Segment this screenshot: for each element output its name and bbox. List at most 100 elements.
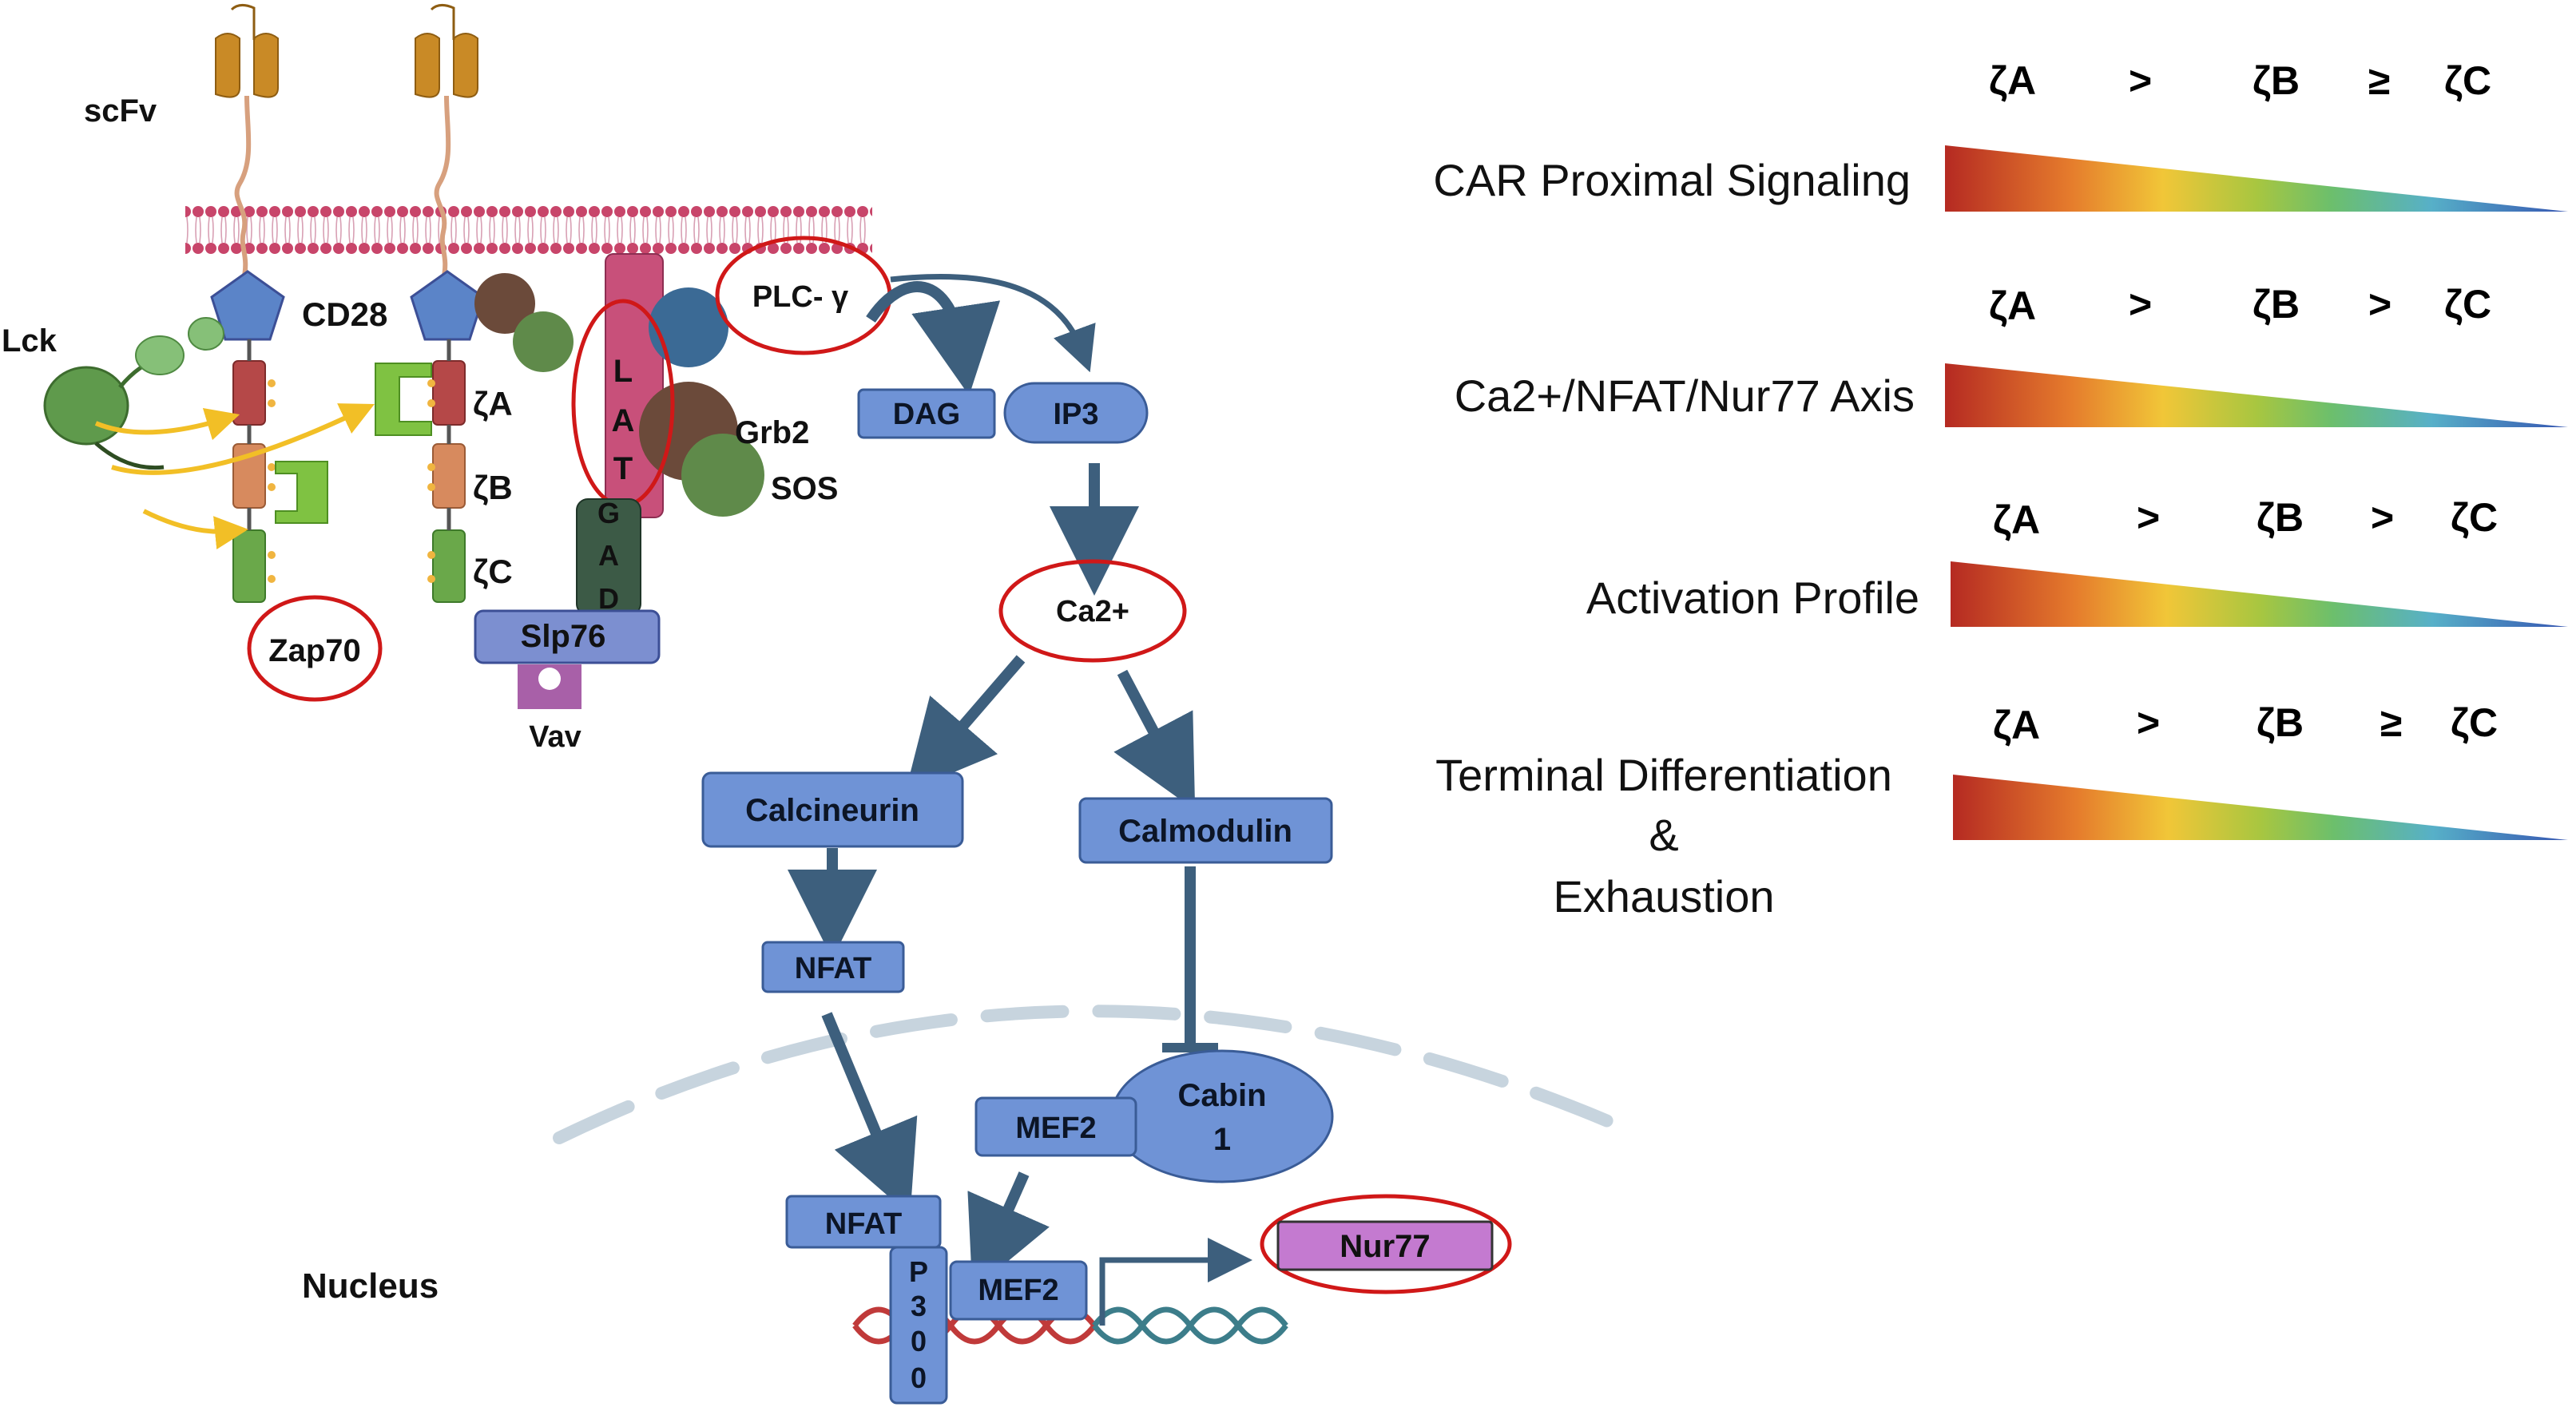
- plc-to-dag-arrow: [866, 281, 1001, 396]
- vav-label: Vav: [529, 720, 581, 754]
- mef2-nuc-box: [949, 1260, 1088, 1321]
- p300-letter-0b: 0: [911, 1361, 927, 1394]
- row-3-op-2: >: [2371, 495, 2394, 540]
- nfat-nuc-label: NFAT: [825, 1207, 902, 1241]
- row-4-zeta-b: ζB: [2256, 700, 2304, 745]
- ip3-box: [1003, 382, 1149, 444]
- gad-letter-a: A: [598, 539, 619, 572]
- nfat-cyto-label: NFAT: [795, 952, 871, 985]
- row-1-op-2: ≥: [2368, 58, 2390, 103]
- row-3-title: Activation Profile: [1586, 573, 1919, 623]
- row-4-gradient-wedge: [1953, 775, 2568, 840]
- p300-letter-3: 3: [911, 1290, 927, 1322]
- calcineurin-box: [701, 771, 964, 848]
- lat-letter-t: T: [613, 451, 633, 486]
- nfat-cyto-box: [761, 941, 905, 993]
- row-3-zeta-a: ζA: [1993, 497, 2040, 542]
- ca-to-calcineurin-arrow: [905, 655, 1026, 793]
- ip3-label: IP3: [1053, 398, 1098, 431]
- lck-activation-arrows: [94, 403, 375, 549]
- plc-gamma-blob: [649, 287, 728, 367]
- comparison-row-1: ζA > ζB ≥ ζC CAR Proximal Signaling: [1433, 58, 2568, 212]
- p300-letter-p: P: [909, 1255, 928, 1288]
- scfv-label: scFv: [84, 93, 157, 129]
- row-4-op-1: >: [2137, 700, 2160, 745]
- row-1-gradient-wedge: [1945, 145, 2568, 212]
- ca-to-calmodulin-arrow: [1113, 669, 1196, 811]
- zap70-clamp: [275, 363, 432, 524]
- nuclear-envelope: [553, 1005, 1644, 1144]
- row-2-zeta-a: ζA: [1989, 283, 2036, 328]
- sos-label: SOS: [771, 471, 838, 506]
- scfv-receptor-right: [415, 4, 478, 280]
- zap70-ring: [247, 595, 383, 702]
- calmodulin-label: Calmodulin: [1118, 814, 1292, 849]
- zap70-label: Zap70: [268, 633, 361, 668]
- lat-partner-1: [474, 273, 535, 334]
- row-3-gradient-wedge: [1951, 561, 2568, 627]
- slp76-label: Slp76: [521, 619, 606, 654]
- comparison-row-2: ζA > ζB > ζC Ca2+/NFAT/Nur77 Axis: [1455, 282, 2568, 427]
- car-chain-right: [410, 270, 485, 603]
- row-4-zeta-a: ζA: [1993, 703, 2040, 747]
- sos-blob: [681, 434, 764, 517]
- cell-membrane: [185, 206, 872, 257]
- row-1-zeta-a: ζA: [1989, 58, 2036, 103]
- row-3-zeta-b: ζB: [2256, 495, 2304, 540]
- cabin1-label-line2: 1: [1213, 1122, 1231, 1157]
- row-2-op-2: >: [2368, 282, 2391, 327]
- row-4-op-2: ≥: [2380, 700, 2402, 745]
- row-1-title: CAR Proximal Signaling: [1433, 155, 1911, 205]
- transcription-arrow: [1099, 1238, 1252, 1326]
- row-2-zeta-b: ζB: [2253, 282, 2300, 327]
- car-chain-left: [210, 270, 285, 603]
- row-4-title-line2: &: [1649, 810, 1678, 860]
- lat-partner-2: [513, 311, 574, 372]
- plc-to-ip3-arrow: [890, 273, 1096, 373]
- comparison-row-3: ζA > ζB > ζC Activation Profile: [1586, 495, 2568, 627]
- plc-gamma-label: PLC- γ: [752, 280, 848, 314]
- cd28-label: CD28: [302, 295, 387, 333]
- p300-letter-0a: 0: [911, 1325, 927, 1357]
- zeta-a-label: ζA: [473, 385, 513, 422]
- row-4-title-line3: Exhaustion: [1553, 871, 1774, 922]
- cabin1-label-line1: Cabin: [1177, 1078, 1266, 1113]
- mef2-nuc-label: MEF2: [978, 1274, 1058, 1307]
- row-1-zeta-b: ζB: [2253, 58, 2300, 103]
- nur77-box: [1276, 1220, 1494, 1271]
- nfat-translocation-arrow: [821, 1012, 918, 1215]
- scfv-receptor-left: [215, 4, 279, 280]
- nur77-ring: [1260, 1194, 1512, 1294]
- slp76-adapter: [474, 609, 661, 664]
- row-3-op-1: >: [2137, 495, 2160, 540]
- mef2-top-box: [974, 1096, 1137, 1157]
- row-4-title-line1: Terminal Differentiation: [1435, 750, 1892, 800]
- lat-letter-a: A: [612, 403, 635, 438]
- gad-letter-d: D: [598, 582, 619, 615]
- lck-kinase: [43, 317, 224, 470]
- dag-label: DAG: [893, 398, 960, 431]
- row-2-gradient-wedge: [1945, 363, 2568, 427]
- row-2-title: Ca2+/NFAT/Nur77 Axis: [1455, 371, 1915, 421]
- grb2-label: Grb2: [735, 415, 809, 450]
- nucleus-label: Nucleus: [302, 1266, 439, 1306]
- cabin1-ellipse: [1110, 1049, 1334, 1183]
- zeta-b-label: ζB: [473, 469, 513, 506]
- ca2-ring: [998, 559, 1187, 663]
- p300-box: [889, 1246, 948, 1405]
- lck-label: Lck: [2, 323, 58, 359]
- mef2-top-label: MEF2: [1015, 1112, 1096, 1145]
- row-4-zeta-c: ζC: [2451, 700, 2498, 745]
- nur77-label: Nur77: [1340, 1229, 1430, 1264]
- ca2-label: Ca2+: [1056, 595, 1129, 628]
- mef2-translocation-arrow: [967, 1171, 1050, 1291]
- nfat-nuc-box: [785, 1195, 942, 1249]
- gad-letter-g: G: [597, 497, 620, 529]
- row-1-zeta-c: ζC: [2444, 58, 2491, 103]
- lat-letter-l: L: [613, 354, 633, 389]
- calcineurin-label: Calcineurin: [745, 793, 919, 828]
- row-3-zeta-c: ζC: [2451, 495, 2498, 540]
- dag-box: [857, 388, 996, 439]
- calmodulin-box: [1078, 797, 1333, 864]
